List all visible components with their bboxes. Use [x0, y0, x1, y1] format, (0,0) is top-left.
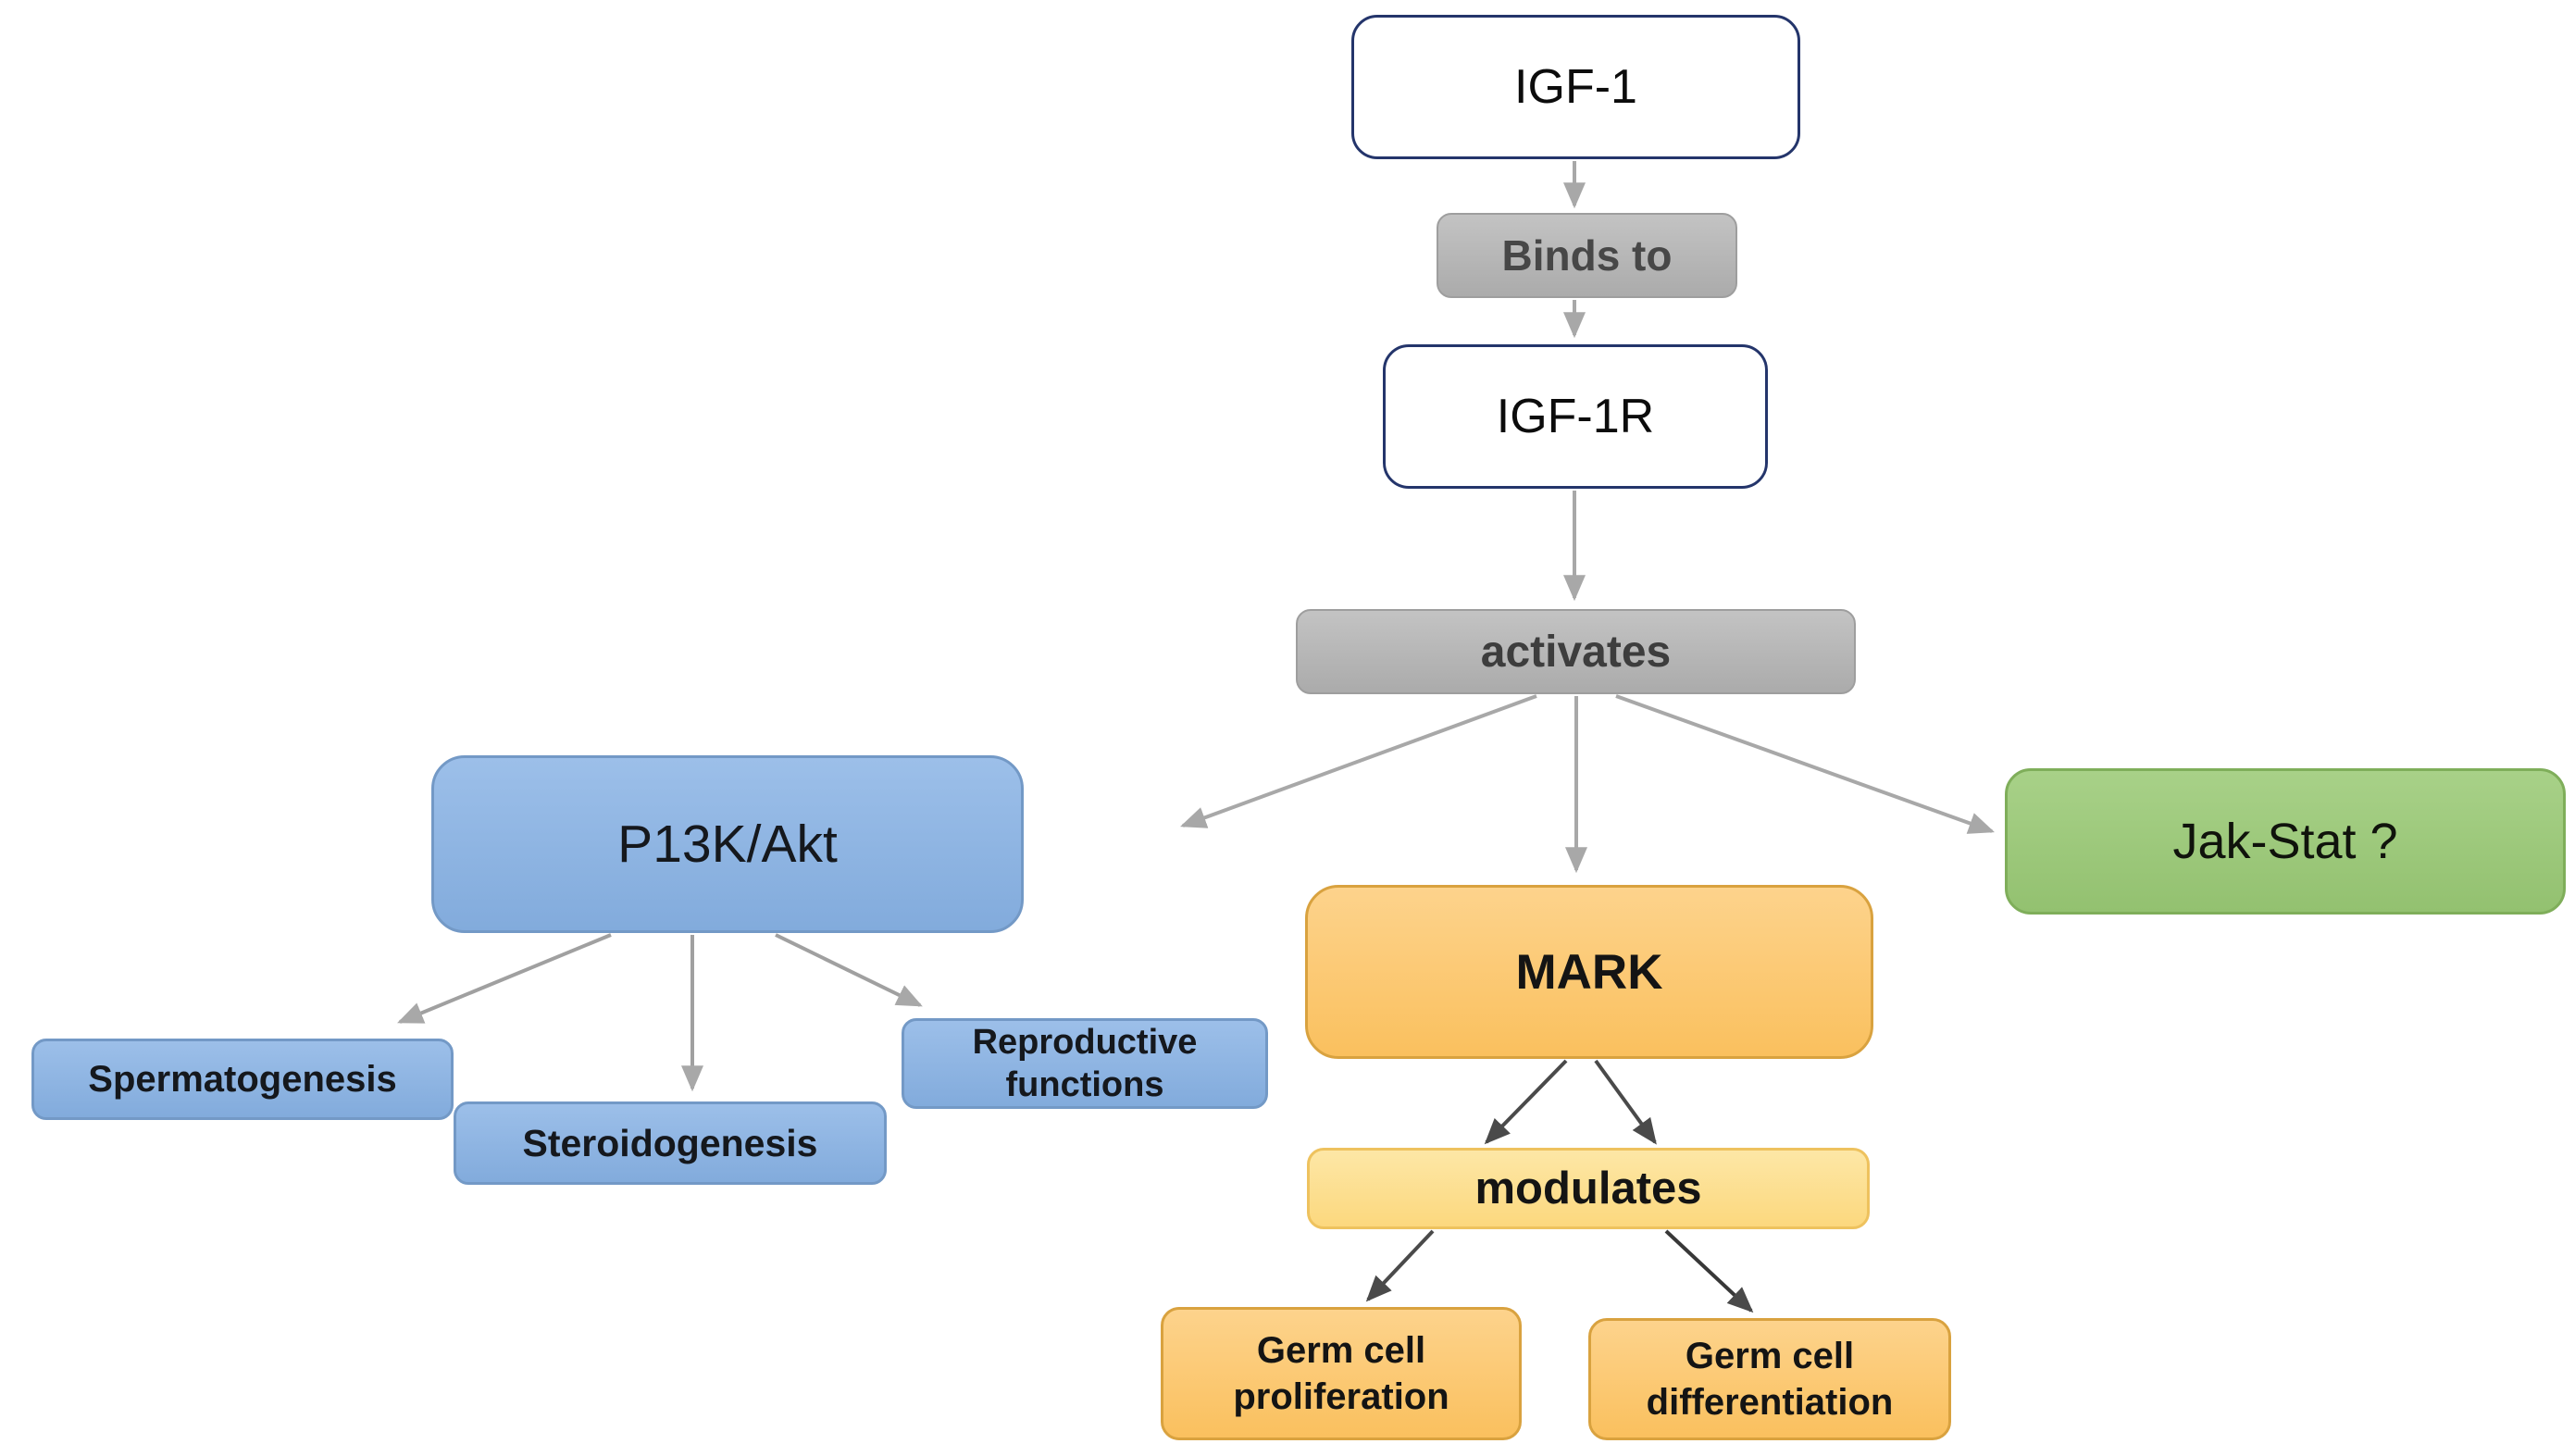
node-germ-cell-differentiation: Germ cell differentiation	[1588, 1318, 1951, 1440]
node-reproductive-functions: Reproductive functions	[902, 1018, 1268, 1109]
node-binds-to-label: Binds to	[1501, 231, 1673, 280]
node-germ-cell-proliferation-line2: proliferation	[1233, 1376, 1449, 1417]
node-germ-cell-proliferation-line1: Germ cell	[1256, 1330, 1426, 1371]
node-steroidogenesis-label: Steroidogenesis	[522, 1121, 818, 1164]
node-germ-cell-differentiation-line2: differentiation	[1646, 1382, 1894, 1423]
node-jak-stat: Jak-Stat ?	[2005, 768, 2566, 915]
node-steroidogenesis: Steroidogenesis	[454, 1101, 887, 1185]
node-germ-cell-differentiation-line1: Germ cell	[1685, 1336, 1855, 1376]
node-mark-label: MARK	[1515, 944, 1663, 1000]
arrow-p13k-reproductive	[775, 933, 923, 1007]
node-p13k-akt-label: P13K/Akt	[617, 815, 838, 874]
arrow-modulates-proliferation	[1365, 1229, 1435, 1302]
arrow-mark-modulates-left	[1484, 1059, 1568, 1145]
node-mark: MARK	[1305, 885, 1873, 1059]
node-igf1-label: IGF-1	[1514, 60, 1637, 114]
node-spermatogenesis: Spermatogenesis	[31, 1039, 454, 1120]
node-jak-stat-label: Jak-Stat ?	[2172, 814, 2398, 869]
arrow-p13k-spermatogenesis	[397, 933, 612, 1024]
node-germ-cell-proliferation: Germ cell proliferation	[1161, 1307, 1522, 1440]
node-igf1r: IGF-1R	[1383, 344, 1768, 489]
arrow-modulates-differentiation	[1664, 1229, 1754, 1313]
node-igf1: IGF-1	[1351, 15, 1800, 159]
node-activates-label: activates	[1480, 627, 1672, 677]
node-binds-to: Binds to	[1437, 213, 1737, 298]
node-spermatogenesis-label: Spermatogenesis	[88, 1058, 397, 1100]
arrow-activates-p13k	[1179, 694, 1537, 828]
node-igf1r-label: IGF-1R	[1496, 390, 1655, 443]
arrow-mark-modulates-right	[1594, 1059, 1657, 1145]
arrow-activates-jakstat	[1615, 694, 1996, 834]
node-modulates: modulates	[1307, 1148, 1870, 1229]
node-reproductive-functions-line2: functions	[1005, 1065, 1164, 1104]
node-activates: activates	[1296, 609, 1856, 694]
node-modulates-label: modulates	[1474, 1164, 1702, 1213]
node-reproductive-functions-line1: Reproductive	[972, 1022, 1198, 1062]
node-p13k-akt: P13K/Akt	[431, 755, 1024, 933]
